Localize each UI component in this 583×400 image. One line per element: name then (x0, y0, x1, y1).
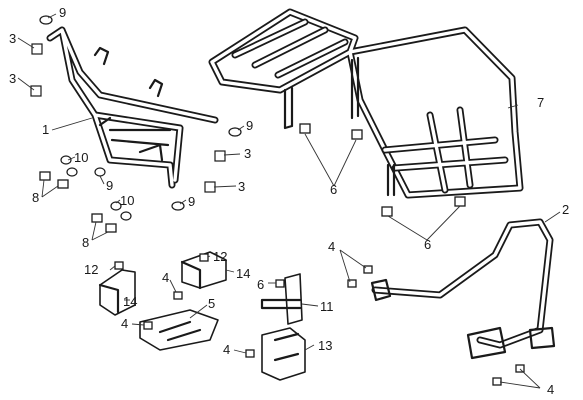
callout-3-top: 3 (9, 31, 16, 46)
callout-6-top: 6 (330, 182, 337, 197)
plate-part-13 (261, 327, 306, 381)
callout-2: 2 (562, 202, 569, 217)
callout-4-bottom: 4 (223, 342, 230, 357)
screw-group-part-12 (114, 253, 209, 270)
leader-lines (17, 13, 561, 389)
rear-rack-part-7 (208, 8, 524, 199)
callout-6-hitch: 6 (257, 277, 264, 292)
bracket-right-part-14 (180, 251, 227, 290)
callout-3-right-b: 3 (238, 179, 245, 194)
callout-7: 7 (537, 95, 544, 110)
hitch-pin-part-11 (260, 273, 303, 325)
callout-4-mid: 4 (162, 270, 169, 285)
callout-3-right-a: 3 (244, 146, 251, 161)
callout-9-lower: 9 (188, 194, 195, 209)
bolt-group-part-8 (39, 171, 117, 233)
bolt-group-part-4 (143, 265, 525, 386)
callout-13: 13 (318, 338, 332, 353)
washer-group-part-9 (39, 15, 242, 211)
callout-3-mid: 3 (9, 71, 16, 86)
side-bracket-part-2 (370, 218, 556, 360)
front-rack-part-1 (46, 26, 219, 189)
callout-10-top: 10 (74, 150, 88, 165)
callout-8-top: 8 (32, 190, 39, 205)
callout-labels: 1 2 3 3 3 3 4 4 4 4 4 5 6 6 6 7 8 8 9 9 … (9, 5, 569, 397)
callout-10-bottom: 10 (120, 193, 134, 208)
callout-8-bottom: 8 (82, 235, 89, 250)
nut-group-part-3 (30, 43, 226, 193)
callout-4-left: 4 (121, 316, 128, 331)
callout-12-left: 12 (84, 262, 98, 277)
callout-9-mid: 9 (106, 178, 113, 193)
callout-6-bottom: 6 (424, 237, 431, 252)
callout-1: 1 (42, 122, 49, 137)
callout-9-top: 9 (59, 5, 66, 20)
callout-9-right: 9 (246, 118, 253, 133)
washer-group-part-10 (60, 155, 132, 221)
callout-14-left: 14 (123, 294, 137, 309)
mount-part-5 (139, 309, 219, 351)
callout-4-lower-right: 4 (547, 382, 554, 397)
bolt-group-part-6 (299, 123, 466, 217)
callout-14-right: 14 (236, 266, 250, 281)
callout-12-right: 12 (213, 249, 227, 264)
bracket-left-part-14 (98, 269, 136, 316)
callout-11: 11 (320, 299, 334, 314)
callout-5: 5 (208, 296, 215, 311)
callout-4-right: 4 (328, 239, 335, 254)
